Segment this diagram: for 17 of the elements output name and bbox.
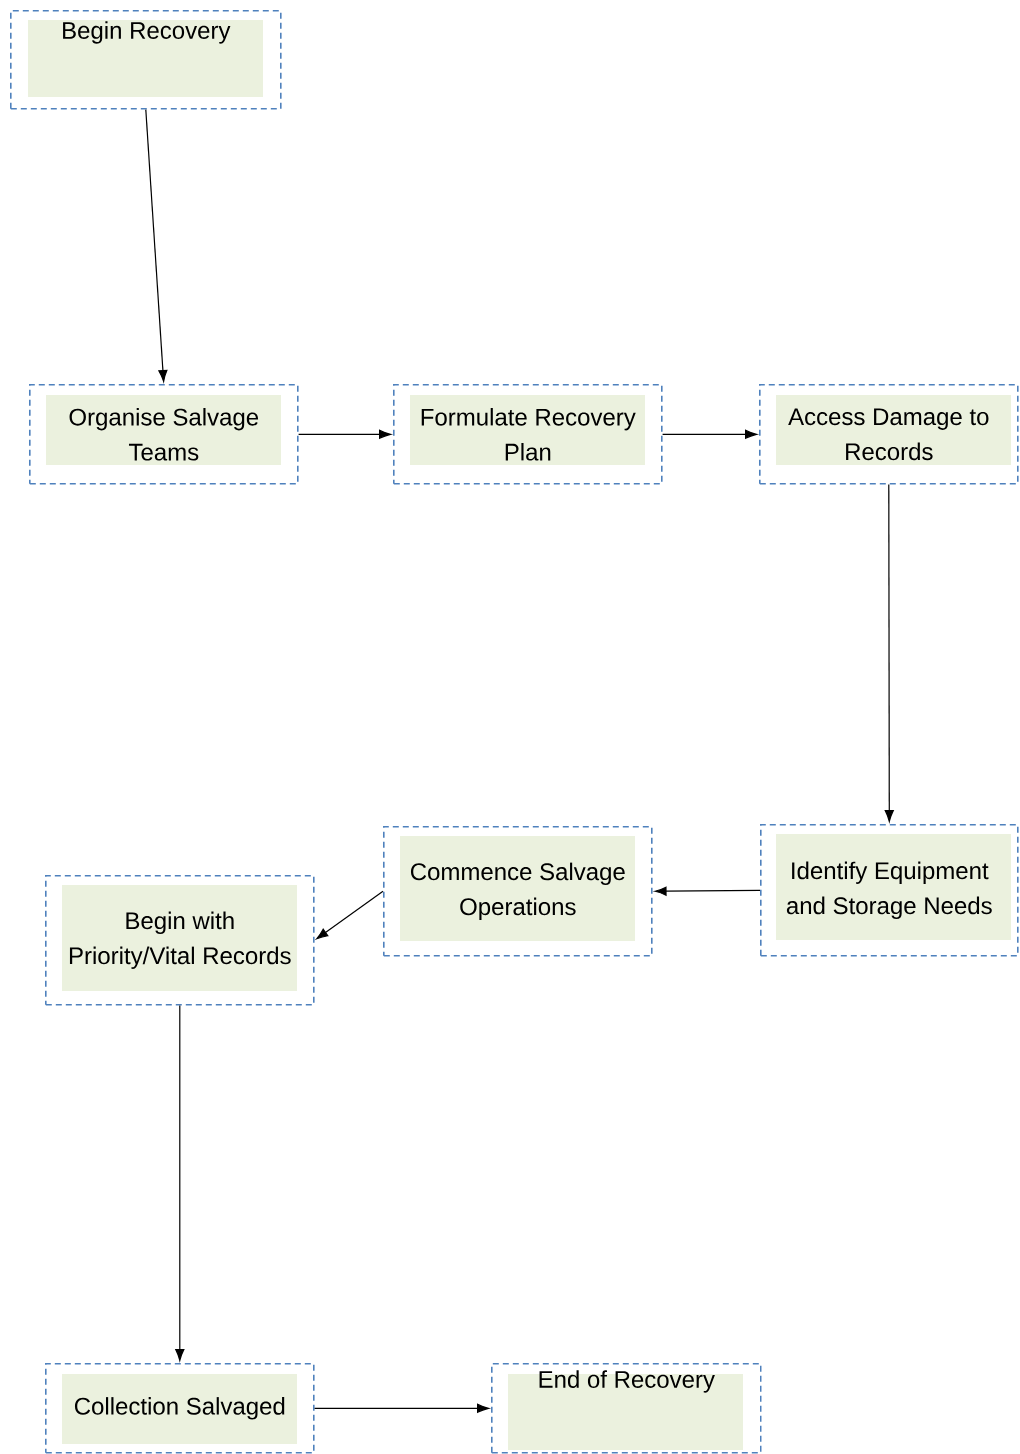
arrow [316, 890, 384, 940]
arrow [175, 1005, 185, 1361]
arrow [314, 1403, 489, 1413]
arrow [145, 109, 168, 383]
process-box: Begin Recovery [10, 10, 282, 110]
process-box: Collection Salvaged [45, 1363, 315, 1454]
arrow [654, 886, 761, 896]
process-box: Identify Equipment and Storage Needs [760, 824, 1019, 957]
process-box: End of Recovery [491, 1363, 762, 1454]
arrow [662, 429, 757, 439]
process-box: Formulate Recovery Plan [393, 384, 663, 485]
process-box: Commence Salvage Operations [383, 826, 653, 957]
process-box: Begin with Priority/Vital Records [45, 875, 315, 1006]
process-box: Access Damage to Records [759, 384, 1019, 485]
arrow [884, 484, 894, 822]
arrow [298, 429, 391, 439]
process-box: Organise Salvage Teams [29, 384, 299, 485]
